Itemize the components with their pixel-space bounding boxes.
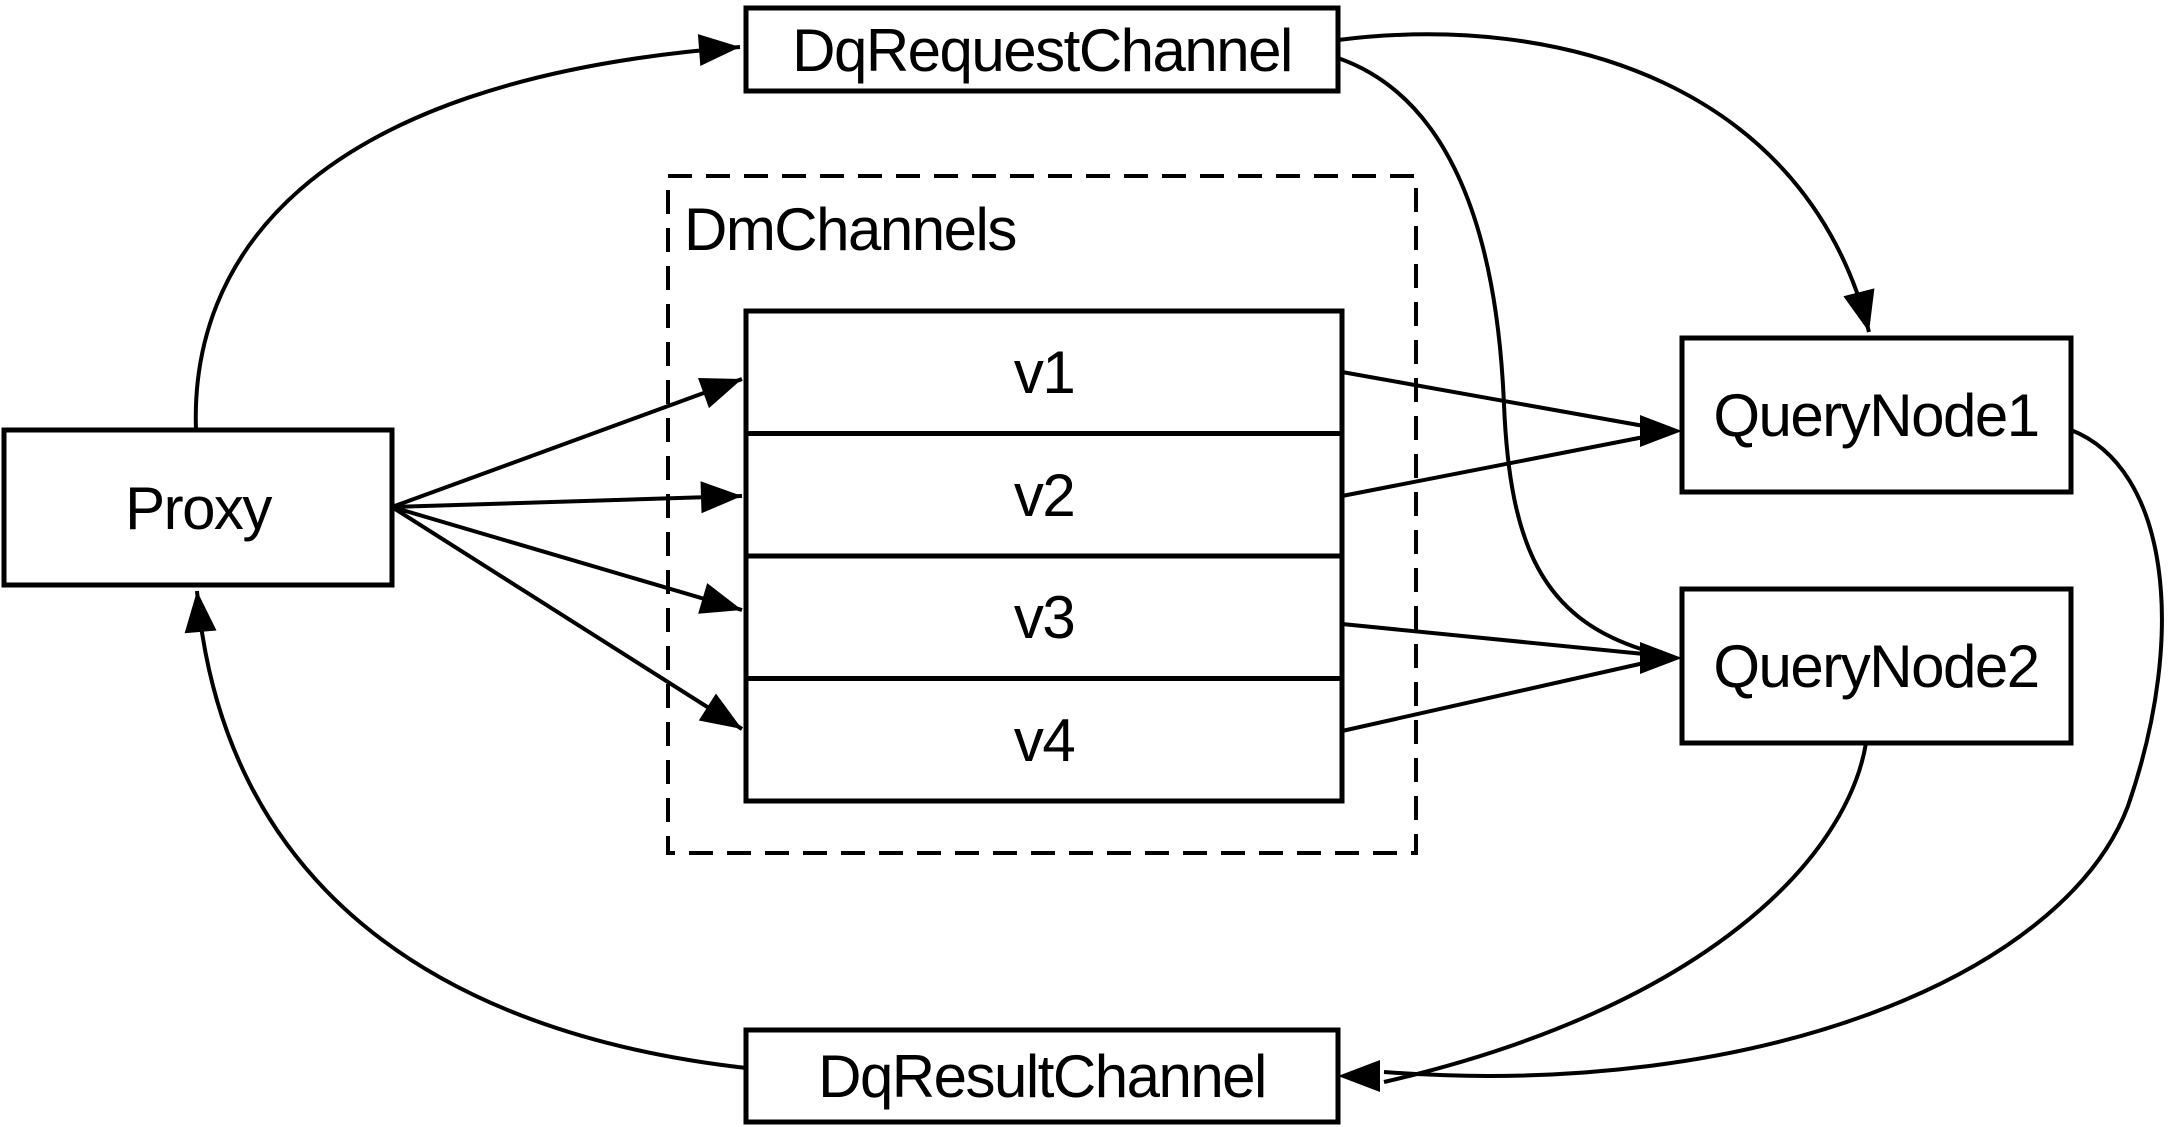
edge-layer <box>184 32 2164 1092</box>
channel-v2-label: v2 <box>1014 462 1074 529</box>
node-proxy-label: Proxy <box>125 475 272 542</box>
node-dqrequestchannel-label: DqRequestChannel <box>792 17 1292 84</box>
arrowhead-into-querynode1 <box>1640 415 1682 447</box>
arrowhead-into-querynode2 <box>1640 642 1682 674</box>
channel-v1-label: v1 <box>1014 339 1074 406</box>
channel-v3-label: v3 <box>1014 584 1074 651</box>
edge-querynode2-to-dqresultchannel <box>1383 742 1868 1084</box>
edge-v3-to-querynode2 <box>1341 622 1645 656</box>
node-querynode1-label: QueryNode1 <box>1713 382 2038 449</box>
edge-dqrequestchannel-to-querynode1 <box>1337 32 1875 333</box>
edge-proxy-to-v1 <box>391 377 743 509</box>
channel-v4-label: v4 <box>1014 707 1075 774</box>
edge-proxy-to-dqrequestchannel <box>193 34 741 431</box>
edge-v4-to-querynode2 <box>1341 661 1645 733</box>
node-dqresultchannel <box>743 1027 1341 1125</box>
edge-proxy-to-v4 <box>390 505 744 731</box>
node-querynode2 <box>1679 586 2074 746</box>
edge-proxy-to-v2 <box>391 481 743 514</box>
node-dqrequestchannel <box>743 5 1341 94</box>
dmchannels-group-box <box>666 174 1418 855</box>
node-querynode2-label: QueryNode2 <box>1713 633 2038 700</box>
edge-v2-to-querynode1 <box>1341 435 1645 498</box>
edge-proxy-to-v3 <box>391 505 743 614</box>
edge-querynode1-to-dqresultchannel <box>1383 428 2164 1078</box>
edge-v1-to-querynode1 <box>1341 370 1645 428</box>
edge-dqresultchannel-to-proxy <box>184 590 747 1070</box>
node-proxy <box>1 427 395 588</box>
node-dqresultchannel-label: DqResultChannel <box>818 1043 1266 1110</box>
node-querynode1 <box>1679 335 2074 495</box>
dmchannels-stack: v1 v2 v3 v4 <box>743 308 1345 804</box>
arrowhead-into-dqresultchannel <box>1338 1060 1380 1092</box>
dmchannels-group-label: DmChannels <box>684 196 1016 263</box>
edge-dqrequestchannel-to-querynode2 <box>1337 56 1645 652</box>
